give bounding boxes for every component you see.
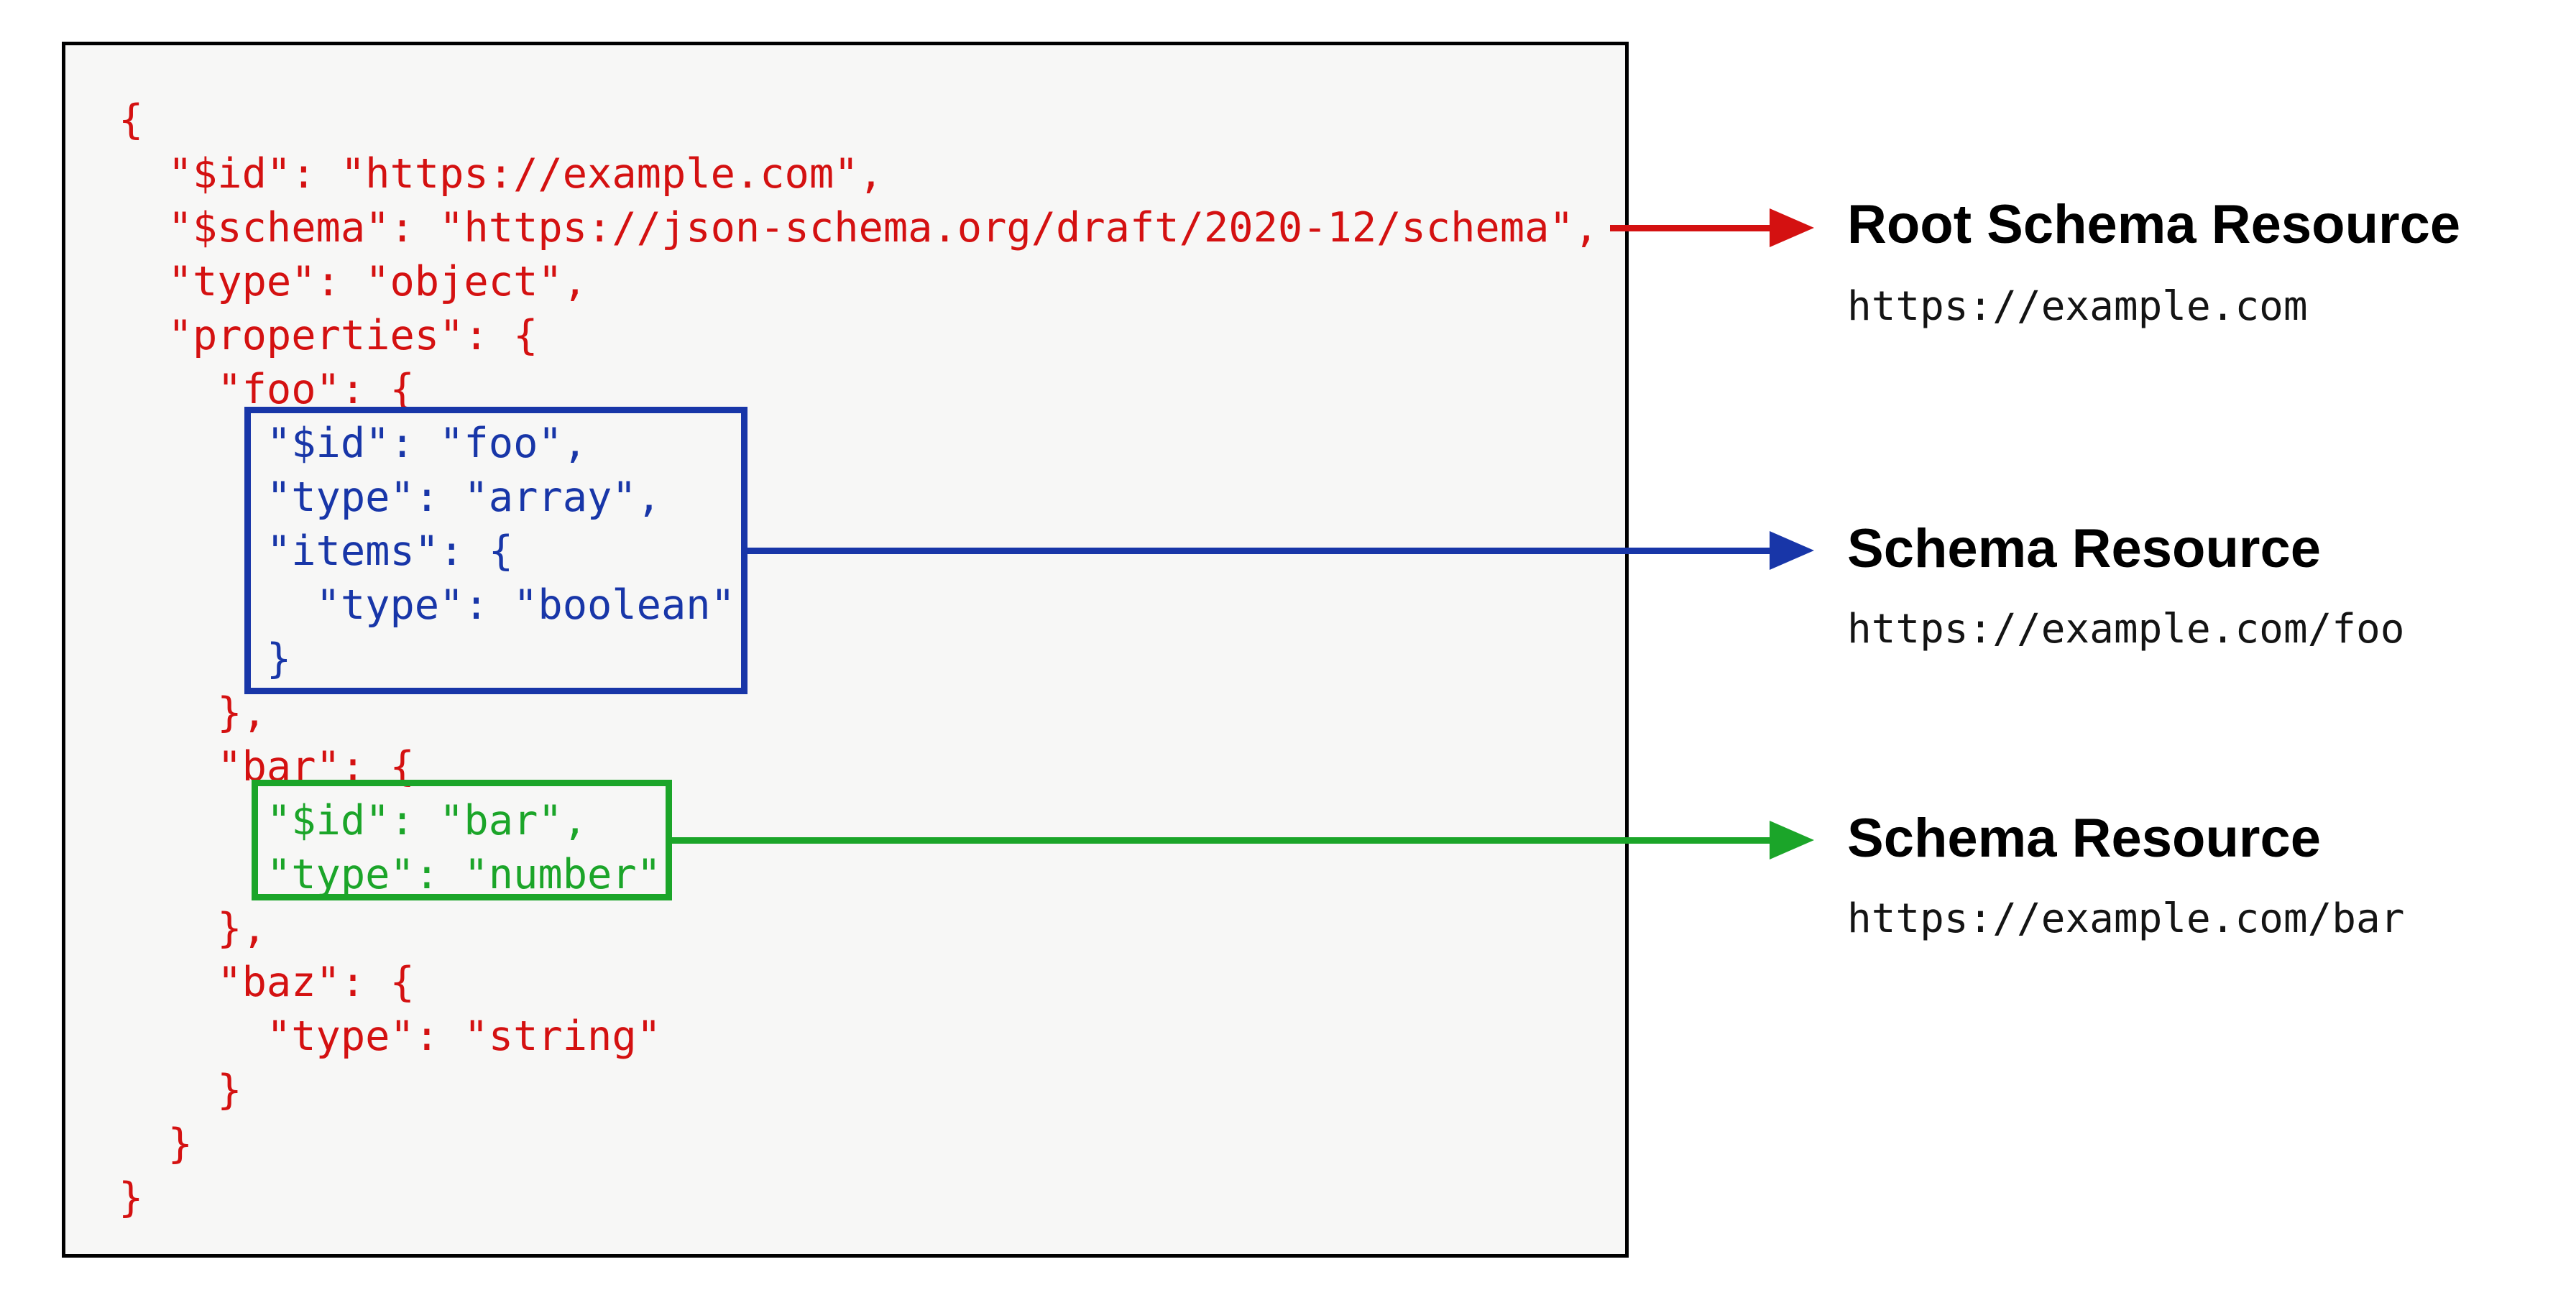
root-schema-arrow xyxy=(1610,225,1770,231)
code-line: "properties": { xyxy=(119,312,538,359)
bar-schema-resource-title: Schema Resource xyxy=(1847,808,2321,869)
foo-schema-resource-title: Schema Resource xyxy=(1847,518,2321,579)
foo-schema-arrow xyxy=(745,548,1770,554)
json-code-panel: { "$id": "https://example.com", "$schema… xyxy=(62,42,1629,1258)
json-code: { "$id": "https://example.com", "$schema… xyxy=(119,93,1598,1225)
code-line: } xyxy=(119,1066,242,1114)
code-line-bar-resource: "type": "number" xyxy=(119,851,661,898)
code-line: "baz": { xyxy=(119,959,415,1006)
code-line: { xyxy=(119,96,144,144)
code-line: "type": "object", xyxy=(119,258,588,305)
code-line: } xyxy=(119,1174,144,1222)
code-line: "foo": { xyxy=(119,366,415,413)
code-line-foo-resource: "type": "boolean" xyxy=(119,581,735,629)
code-line-bar-resource: "$id": "bar", xyxy=(119,797,588,844)
code-line: }, xyxy=(119,905,267,952)
code-line-root-schema: "$schema": "https://json-schema.org/draf… xyxy=(119,204,1599,252)
foo-schema-resource-url: https://example.com/foo xyxy=(1847,606,2405,653)
root-schema-resource-url: https://example.com xyxy=(1847,283,2308,330)
code-line-foo-resource: "type": "array", xyxy=(119,474,661,521)
foo-schema-arrowhead-icon xyxy=(1770,531,1814,570)
bar-schema-resource-outline xyxy=(252,780,672,900)
code-line-foo-resource: } xyxy=(119,635,292,683)
code-line-foo-resource: "$id": "foo", xyxy=(119,420,588,467)
code-line: "type": "string" xyxy=(119,1013,661,1060)
root-schema-resource-title: Root Schema Resource xyxy=(1847,194,2461,255)
bar-schema-arrow xyxy=(669,837,1770,844)
bar-schema-arrowhead-icon xyxy=(1770,821,1814,860)
root-schema-arrowhead-icon xyxy=(1770,208,1814,247)
bar-schema-resource-url: https://example.com/bar xyxy=(1847,895,2405,942)
code-line-foo-resource: "items": { xyxy=(119,527,514,575)
code-line: "$id": "https://example.com", xyxy=(119,150,883,198)
code-line: }, xyxy=(119,689,267,737)
foo-schema-resource-outline xyxy=(244,407,748,694)
code-line: } xyxy=(119,1120,193,1168)
